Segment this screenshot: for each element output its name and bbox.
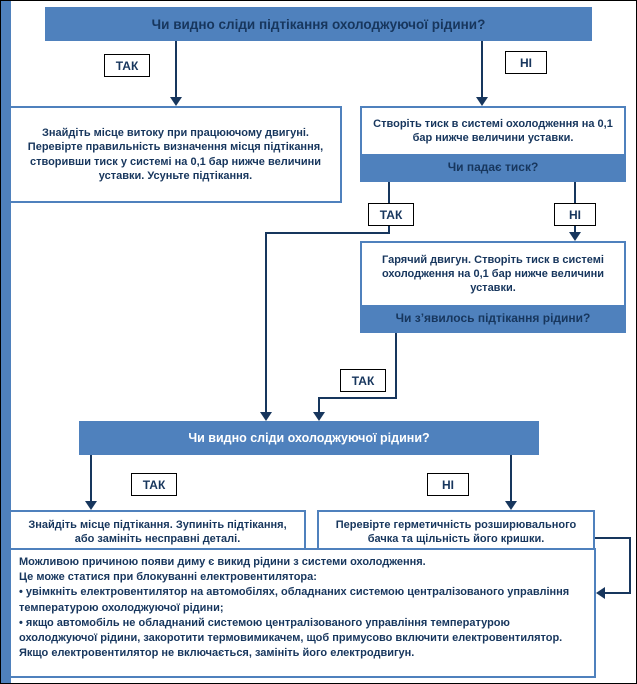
arrowhead-q2-yes (260, 412, 272, 421)
arrowhead-q4-yes (85, 501, 97, 510)
connector-loop-bottom (605, 592, 631, 594)
arrowhead-q2-no (569, 232, 581, 241)
note-line-1: Можливою причиною появи диму є викид рід… (19, 556, 426, 568)
label-no-4: НІ (427, 473, 469, 496)
action-pressurize-box: Створіть тиск в системі охолодження на 0… (360, 106, 626, 182)
arrowhead-loop-into-note (596, 587, 605, 599)
connector-q3-yes-stem (395, 333, 397, 399)
arrowhead-q1-no (476, 97, 488, 106)
action-pressurize-text: Створіть тиск в системі охолодження на 0… (373, 117, 613, 144)
connector-q2-yes-horizontal (265, 232, 390, 234)
action-find-leak-running-engine: Знайдіть місце витоку при працюючому дви… (9, 106, 342, 203)
connector-q4-no (510, 455, 512, 502)
label-yes-1: ТАК (104, 54, 150, 77)
label-yes-3: ТАК (340, 369, 386, 392)
question-leak-appeared: Чи з’явилось підтікання рідини? (362, 305, 624, 331)
label-yes-2: ТАК (368, 203, 414, 226)
arrowhead-q3-yes (313, 412, 325, 421)
connector-q3-yes-drop (318, 397, 320, 413)
note-smoke-cause-box: Можливою причиною появи диму є викид рід… (9, 548, 596, 678)
note-bullet-1: • увімкніть електровентилятор на автомоб… (19, 586, 570, 614)
arrowhead-q4-no (505, 501, 517, 510)
connector-q1-no (481, 41, 483, 98)
action-hot-engine-text: Гарячий двигун. Створіть тиск в системі … (381, 253, 605, 295)
arrowhead-q1-yes (170, 97, 182, 106)
label-no-2: НІ (554, 203, 596, 226)
action-hot-engine-box: Гарячий двигун. Створіть тиск в системі … (360, 241, 626, 333)
question-pressure-drop: Чи падає тиск? (362, 154, 624, 180)
label-no-1: НІ (505, 51, 547, 74)
connector-q2-yes-long (265, 232, 267, 413)
connector-q3-yes-horizontal (318, 397, 397, 399)
question-coolant-traces-visible: Чи видно сліди охолоджуючої рідини? (79, 421, 539, 455)
connector-loop-top (595, 537, 631, 539)
label-yes-4: ТАК (131, 473, 177, 496)
question-coolant-leak-traces: Чи видно сліди підтікання охолоджуючої р… (45, 7, 592, 41)
connector-q4-yes (90, 455, 92, 502)
left-accent-bar (1, 1, 11, 683)
note-line-2: Це може статися при блокуванні електрове… (19, 571, 317, 584)
note-bullet-2: • якщо автомобіль не обладнаний системою… (19, 616, 563, 660)
connector-loop-vertical (629, 537, 631, 594)
connector-q1-yes (175, 41, 177, 98)
